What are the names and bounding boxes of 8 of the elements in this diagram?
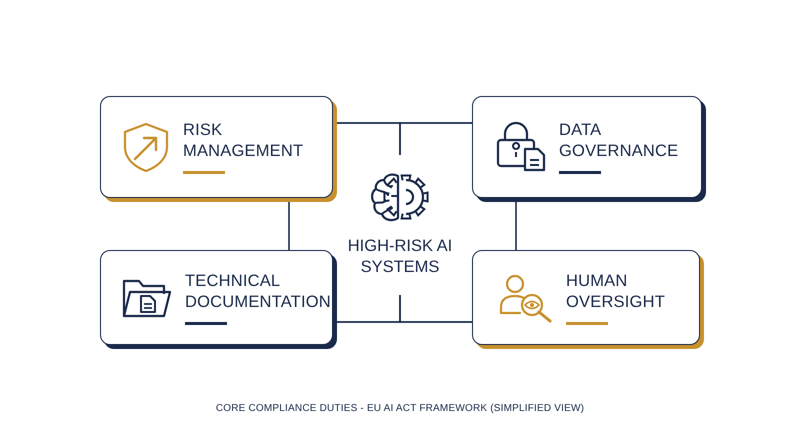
- duty-title: TECHNICAL DOCUMENTATION: [185, 270, 332, 312]
- connector-line: [399, 122, 472, 155]
- duty-title: DATA GOVERNANCE: [559, 120, 680, 162]
- duty-title: HUMAN OVERSIGHT: [566, 270, 666, 312]
- system-title: HIGH-RISK AI SYSTEMS: [346, 236, 454, 278]
- diagram-caption: CORE COMPLIANCE DUTIES - EU AI ACT FRAMEWORK (SIMPLIFIED VIEW): [216, 403, 584, 414]
- duty-title: RISK MANAGEMENT: [183, 120, 304, 162]
- connector-line: [399, 295, 472, 323]
